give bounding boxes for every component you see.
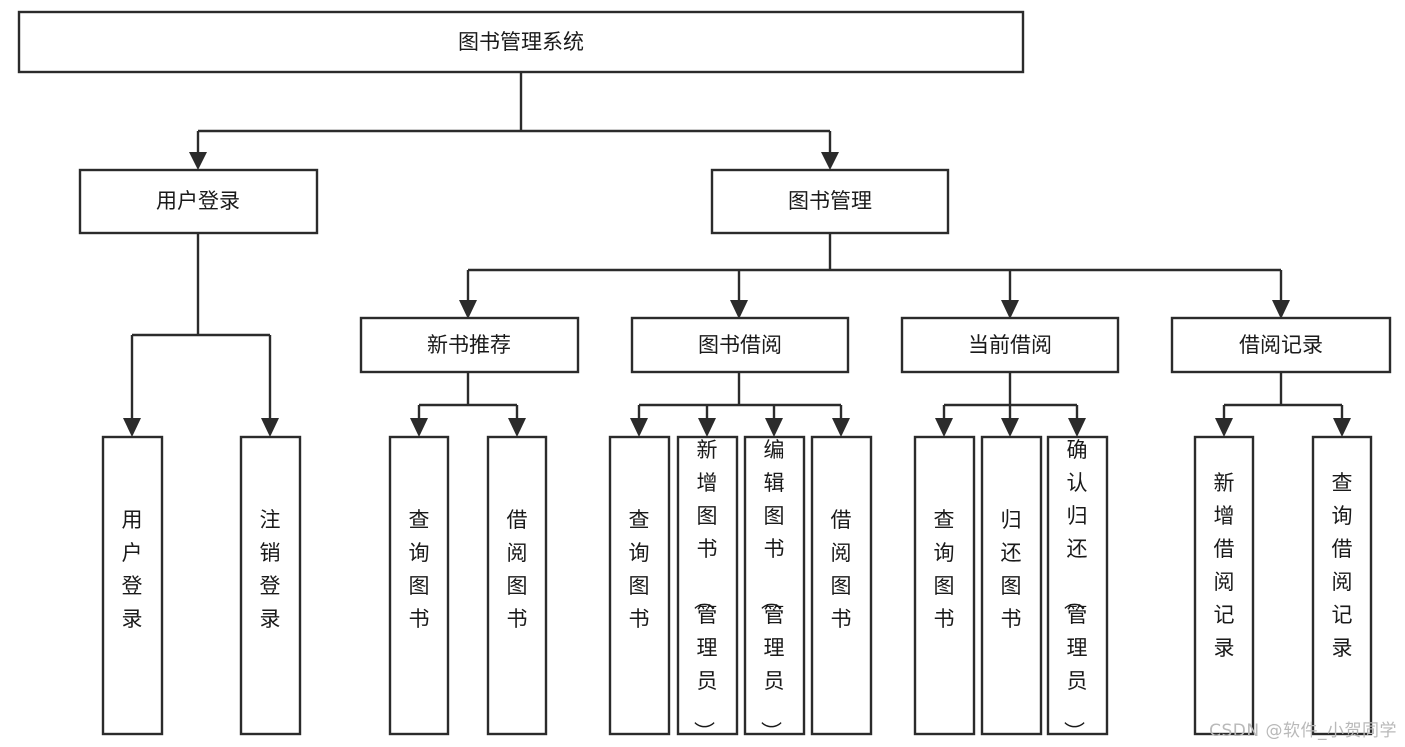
node-leaf-confirm-return[interactable]: 确认归还（管理员）	[1046, 435, 1109, 742]
node-leaf-edit-book[interactable]: 编辑图书（管理员）	[743, 435, 806, 742]
connector-group-book-borrow	[630, 372, 850, 437]
node-leaf-query-book-1[interactable]: 查询图书	[388, 435, 450, 736]
arrow-bm-to-borrow-record	[1272, 300, 1290, 319]
arrow-bm-to-current-borrow	[1001, 300, 1019, 319]
node-leaf-borrow-book-2[interactable]: 借阅图书	[810, 435, 873, 736]
node-leaf-logout-box[interactable]	[239, 435, 302, 736]
node-book-borrow[interactable]: 图书借阅	[630, 316, 850, 374]
node-leaf-return-book[interactable]: 归还图书	[980, 435, 1043, 736]
node-leaf-query-book-3[interactable]: 查询图书	[913, 435, 976, 736]
node-borrow-record-label: 借阅记录	[1239, 333, 1323, 357]
node-leaf-borrow-book-1-label: 借阅图书	[507, 508, 528, 631]
arrow-cb-leaf-1	[935, 418, 953, 437]
node-leaf-return-book-box[interactable]	[980, 435, 1043, 736]
arrow-user-login-leaf-1	[123, 418, 141, 437]
node-borrow-record[interactable]: 借阅记录	[1170, 316, 1392, 374]
arrow-bb-leaf-2	[698, 418, 716, 437]
node-leaf-query-book-2-box[interactable]	[608, 435, 671, 736]
node-new-book-rec-box[interactable]	[359, 316, 580, 374]
node-leaf-query-book-2-label: 查询图书	[629, 508, 650, 631]
node-borrow-record-box[interactable]	[1170, 316, 1392, 374]
arrow-cb-leaf-3	[1068, 418, 1086, 437]
node-leaf-query-book-1-label: 查询图书	[409, 508, 430, 631]
arrow-nbr-leaf-1	[410, 418, 428, 437]
node-user-login-label: 用户登录	[156, 189, 240, 213]
node-book-manage[interactable]: 图书管理	[710, 168, 950, 235]
csdn-watermark: CSDN @软件_小贺同学	[1209, 721, 1397, 741]
node-leaf-add-book[interactable]: 新增图书（管理员）	[676, 435, 739, 742]
node-leaf-edit-book-box[interactable]	[743, 435, 806, 736]
node-leaf-logout[interactable]: 注销登录	[239, 435, 302, 736]
connector-group-current-borrow	[935, 372, 1086, 437]
node-book-manage-box[interactable]	[710, 168, 950, 235]
node-leaf-add-record-label: 新增借阅记录	[1214, 471, 1235, 660]
node-leaf-add-record[interactable]: 新增借阅记录	[1193, 435, 1255, 736]
node-leaf-query-book-3-label: 查询图书	[934, 508, 955, 631]
node-book-manage-label: 图书管理	[788, 189, 872, 213]
arrow-br-leaf-1	[1215, 418, 1233, 437]
arrow-root-to-book-manage	[821, 152, 839, 170]
node-leaf-logout-label: 注销登录	[260, 508, 281, 631]
node-leaf-borrow-book-1-box[interactable]	[486, 435, 548, 736]
node-leaf-query-record[interactable]: 查询借阅记录	[1311, 435, 1373, 736]
connector-group-borrow-record	[1215, 372, 1351, 437]
node-leaf-query-record-label: 查询借阅记录	[1332, 471, 1353, 660]
node-leaf-user-login-box[interactable]	[101, 435, 164, 736]
node-leaf-borrow-book-2-label: 借阅图书	[831, 508, 852, 631]
node-root-box[interactable]	[17, 10, 1025, 74]
arrow-user-login-leaf-2	[261, 418, 279, 437]
node-leaf-add-book-box[interactable]	[676, 435, 739, 736]
node-user-login-box[interactable]	[78, 168, 319, 235]
node-leaf-user-login[interactable]: 用户登录	[101, 435, 164, 736]
node-root-label: 图书管理系统	[458, 30, 584, 54]
connector-group-root	[189, 72, 839, 170]
node-current-borrow[interactable]: 当前借阅	[900, 316, 1120, 374]
arrow-cb-leaf-2	[1001, 418, 1019, 437]
arrow-nbr-leaf-2	[508, 418, 526, 437]
arrow-bm-to-book-borrow	[730, 300, 748, 319]
connector-group-new-book-rec	[410, 372, 526, 437]
connector-group-user-login	[123, 233, 279, 437]
connector-group-book-manage	[459, 233, 1290, 319]
node-leaf-user-login-label: 用户登录	[122, 508, 143, 631]
node-leaf-confirm-return-box[interactable]	[1046, 435, 1109, 736]
node-root[interactable]: 图书管理系统	[17, 10, 1025, 74]
node-current-borrow-label: 当前借阅	[968, 333, 1052, 357]
node-book-borrow-label: 图书借阅	[698, 333, 782, 357]
node-leaf-query-book-3-box[interactable]	[913, 435, 976, 736]
node-user-login[interactable]: 用户登录	[78, 168, 319, 235]
arrow-bm-to-new-book-rec	[459, 300, 477, 319]
arrow-br-leaf-2	[1333, 418, 1351, 437]
node-leaf-query-book-1-box[interactable]	[388, 435, 450, 736]
node-leaf-add-book-label: 新增图书（管理员）	[692, 438, 718, 742]
node-leaf-borrow-book-2-box[interactable]	[810, 435, 873, 736]
arrow-bb-leaf-4	[832, 418, 850, 437]
node-leaf-add-record-box[interactable]	[1193, 435, 1255, 736]
node-leaf-query-book-2[interactable]: 查询图书	[608, 435, 671, 736]
node-leaf-borrow-book-1[interactable]: 借阅图书	[486, 435, 548, 736]
node-leaf-edit-book-label: 编辑图书（管理员）	[759, 438, 785, 742]
node-leaf-query-record-box[interactable]	[1311, 435, 1373, 736]
node-new-book-rec[interactable]: 新书推荐	[359, 316, 580, 374]
arrow-root-to-user-login	[189, 152, 207, 170]
node-current-borrow-box[interactable]	[900, 316, 1120, 374]
node-new-book-rec-label: 新书推荐	[427, 333, 511, 357]
arrow-bb-leaf-1	[630, 418, 648, 437]
node-book-borrow-box[interactable]	[630, 316, 850, 374]
node-leaf-return-book-label: 归还图书	[1001, 508, 1022, 631]
node-leaf-confirm-return-label: 确认归还（管理员）	[1062, 438, 1088, 742]
arrow-bb-leaf-3	[765, 418, 783, 437]
